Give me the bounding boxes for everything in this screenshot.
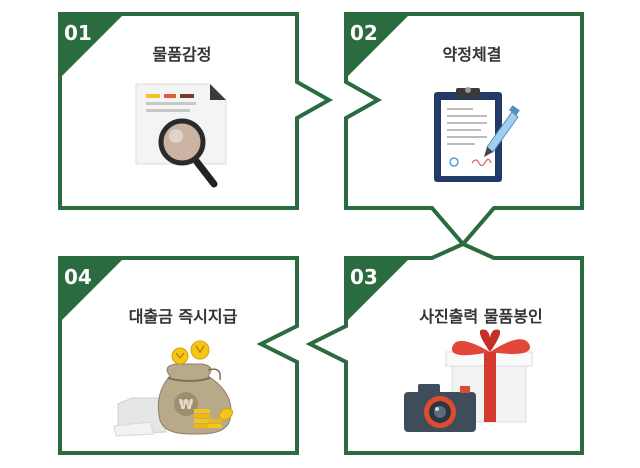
step-01-box: 01 물품감정 bbox=[58, 12, 334, 210]
currency-symbol: ₩ bbox=[179, 398, 194, 413]
magnifier-document-icon bbox=[135, 83, 227, 188]
money-bag-coins-icon: ₩ bbox=[113, 340, 234, 437]
step-04-box: 04 대출금 즉시지급 ₩ bbox=[58, 256, 299, 455]
step-04-title: 대출금 즉시지급 bbox=[129, 307, 238, 326]
camera-gift-icon bbox=[404, 329, 533, 432]
step-02-corner bbox=[346, 14, 410, 78]
step-04-corner bbox=[60, 258, 124, 322]
step-02-number: 02 bbox=[350, 21, 378, 45]
step-02-title: 약정체결 bbox=[443, 45, 502, 64]
step-03-box: 03 사진출력 물품봉인 bbox=[305, 241, 584, 455]
step-01-title: 물품감정 bbox=[153, 45, 212, 64]
step-02-box: 02 약정체결 bbox=[344, 12, 584, 248]
clipboard-contract-icon bbox=[434, 87, 520, 182]
step-03-number: 03 bbox=[350, 265, 378, 289]
step-04-number: 04 bbox=[64, 265, 92, 289]
step-03-corner bbox=[346, 258, 410, 322]
step-03-title: 사진출력 물품봉인 bbox=[419, 307, 542, 326]
step-01-number: 01 bbox=[64, 21, 92, 45]
step-01-corner bbox=[60, 14, 124, 78]
